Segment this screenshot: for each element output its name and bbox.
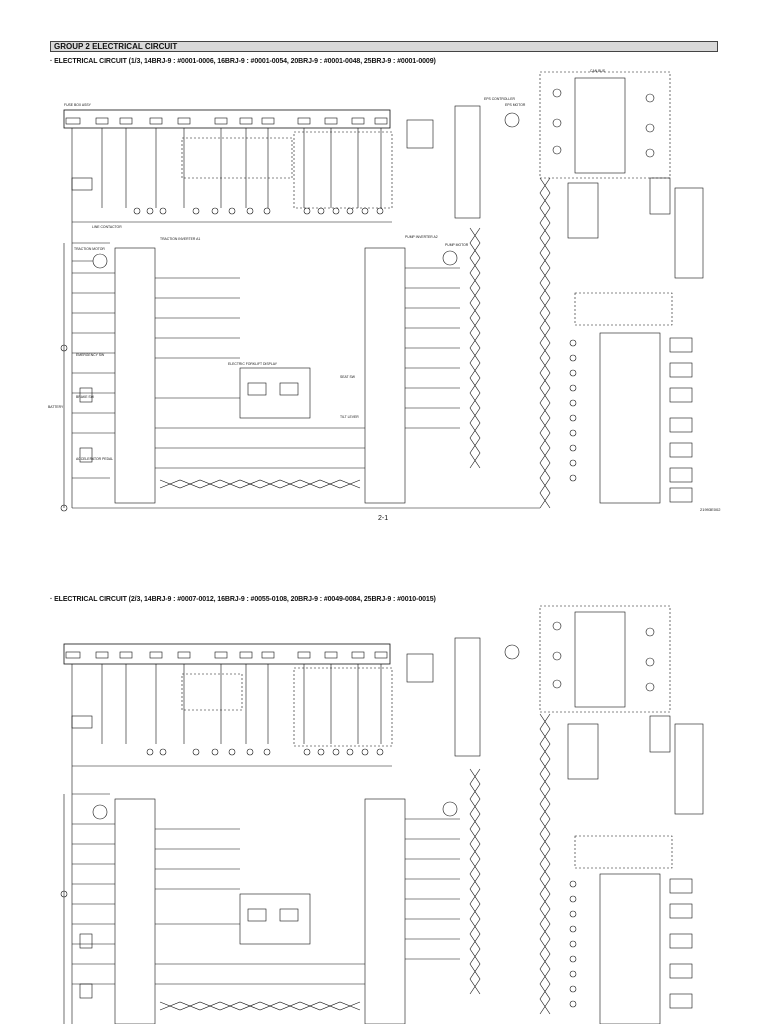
drawing-code: 21993E002 xyxy=(700,507,721,512)
fuse-box-label: FUSE BOX ASSY xyxy=(64,103,92,107)
line-contactor-label: LINE CONTACTOR xyxy=(92,225,122,229)
can-label: CAN BUS xyxy=(590,69,606,73)
emergency-sw-label: EMERGENCY SW xyxy=(76,353,105,357)
section-title-1: · ELECTRICAL CIRCUIT (1/3, 14BRJ-9 : #00… xyxy=(50,58,436,65)
eps-controller-label: EPS CONTROLLER xyxy=(484,97,515,101)
group-title-bar: GROUP 2 ELECTRICAL CIRCUIT xyxy=(50,41,718,52)
eps-motor-label: EPS MOTOR xyxy=(505,103,526,107)
pump-inverter-label: PUMP INVERTER A2 xyxy=(405,235,438,239)
display-label: ELECTRIC FORKLIFT DISPLAY xyxy=(228,362,278,366)
traction-inverter-label: TRACTION INVERTER A1 xyxy=(160,237,200,241)
tilt-lever-label: TILT LEVER xyxy=(340,415,359,419)
accelerator-label: ACCELERATOR PEDAL xyxy=(76,457,113,461)
electrical-circuit-diagram-1: FUSE BOX ASSY LINE CONTACTOR TRACTION MO… xyxy=(48,69,704,512)
traction-motor-label: TRACTION MOTOR xyxy=(74,247,105,251)
section-title-2: · ELECTRICAL CIRCUIT (2/3, 14BRJ-9 : #00… xyxy=(50,596,436,603)
brake-sw-label: BRAKE SW xyxy=(76,395,95,399)
page-number: 2-1 xyxy=(378,515,389,522)
pump-motor-label: PUMP MOTOR xyxy=(445,243,469,247)
electrical-circuit-diagram-2 xyxy=(60,605,704,1024)
seat-sw-label: SEAT SW xyxy=(340,375,356,379)
group-title: GROUP 2 ELECTRICAL CIRCUIT xyxy=(54,42,178,51)
battery-label: BATTERY xyxy=(48,405,64,409)
